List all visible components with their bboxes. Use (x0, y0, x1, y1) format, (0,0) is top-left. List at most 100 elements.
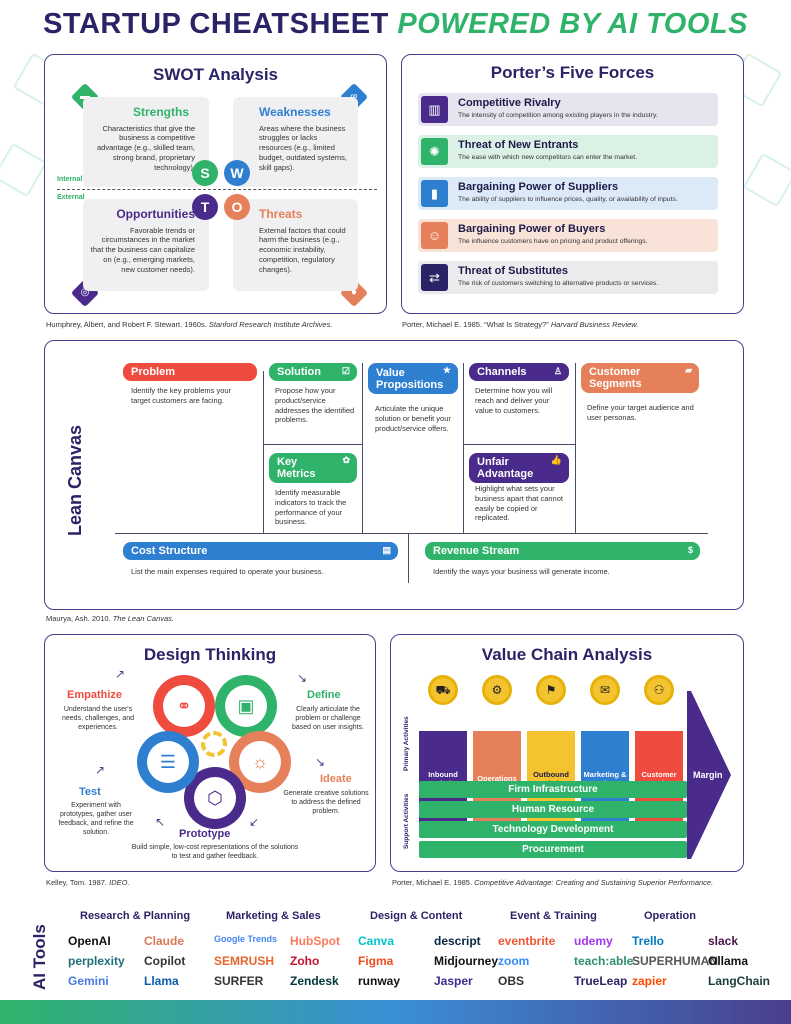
margin-arrow (687, 691, 731, 859)
force-text: The influence customers have on pricing … (458, 238, 648, 245)
arrow-icon: ↘ (315, 755, 326, 769)
revenue-label: Revenue Stream (433, 545, 520, 557)
arrow-icon: ↖ (155, 815, 166, 829)
problem-text: Identify the key problems your target cu… (131, 386, 232, 405)
ai-tool-logo: Trello (632, 934, 665, 948)
design-citation-source: IDEO. (109, 878, 130, 887)
prototype-text: Build simple, low-cost representations o… (131, 844, 299, 861)
arrow-icon: ↗ (115, 667, 126, 681)
cost-pill: Cost Structure▤ (123, 542, 398, 560)
ai-category-heading: Design & Content (370, 910, 463, 922)
design-citation-authors: Kelley, Tom. 1987. (46, 878, 108, 887)
ai-tool-logo: Jasper (434, 974, 473, 988)
channels-text: Determine how you will reach and deliver… (475, 386, 553, 415)
grid-line (263, 371, 264, 533)
empathize-circle: ⚭ (153, 675, 215, 737)
porter-title: Porter’s Five Forces (490, 63, 655, 82)
force-text: The risk of customers switching to alter… (458, 280, 659, 287)
porter-citation-source: Harvard Business Review. (550, 320, 639, 329)
test-text: Experiment with prototypes, gather user … (58, 802, 134, 837)
opportunities-text: Favorable trends or circumstances in the… (90, 225, 195, 274)
swot-citation-source: Stanford Research Institute Archives. (208, 320, 333, 329)
empathize-text: Understand the user's needs, challenges,… (62, 706, 134, 732)
key-metrics-text: Identify measurable indicators to track … (275, 488, 347, 527)
chat-icon: ▰ (685, 365, 692, 375)
page-title: STARTUP CHEATSHEET POWERED BY AI TOOLS (0, 8, 791, 41)
revenue-pill: Revenue Stream$ (425, 542, 700, 560)
segments-label: Customer Segments (589, 366, 642, 391)
value-prop-pill: Value Propositions★ (368, 363, 458, 395)
segments-pill: Customer Segments ▰ (581, 363, 699, 394)
cost-text: List the main expenses required to opera… (131, 567, 324, 576)
threats-text: External factors that could harm the bus… (259, 225, 346, 274)
weaknesses-text: Areas where the business struggles or la… (259, 123, 347, 172)
user-icon: ♙ (553, 366, 562, 376)
value-chain-title: Value Chain Analysis (481, 645, 653, 664)
revenue-text: Identify the ways your business will gen… (433, 567, 610, 576)
document-icon: ▣ (225, 685, 267, 727)
force-heading: Bargaining Power of Suppliers (458, 181, 619, 193)
ai-tool-logo: Midjourney (434, 954, 499, 968)
opportunities-box: Opportunities Favorable trends or circum… (83, 199, 209, 291)
value-prop-text: Articulate the unique solution or benefi… (375, 404, 451, 433)
ai-tool-logo: OBS (498, 974, 525, 988)
value-chain-panel: Value Chain Analysis Primary Activities … (390, 634, 744, 872)
define-circle: ▣ (215, 675, 277, 737)
ai-tool-logo: runway (358, 974, 401, 988)
value-chain-citation-source: Competitive Advantage: Creating and Sust… (474, 878, 714, 887)
activity-icon: ⚑ (536, 675, 566, 705)
lightbulb-icon: ☼ (239, 741, 281, 783)
ai-tools-label: AI Tools (30, 924, 49, 990)
force-text: The intensity of competition among exist… (458, 112, 658, 119)
swap-icon: ⇄ (421, 264, 448, 291)
ai-category-heading: Operation (644, 910, 696, 922)
ai-tool-logo: Llama (144, 974, 179, 988)
swot-letter-o: O (224, 194, 250, 220)
ai-tool-logo: slack (708, 934, 739, 948)
activity-icon: ⚇ (644, 675, 674, 705)
ai-category-heading: Marketing & Sales (226, 910, 321, 922)
cube-icon: ⬡ (194, 777, 236, 819)
support-activity: Technology Development (419, 821, 687, 838)
solution-label: Solution (277, 366, 321, 378)
checklist-icon: ☰ (147, 741, 189, 783)
threats-heading: Threats (259, 207, 303, 221)
ideate-heading: Ideate (320, 773, 352, 785)
building-icon: ▥ (421, 96, 448, 123)
grid-line (408, 533, 409, 583)
grid-line (463, 363, 464, 533)
lean-citation-authors: Maurya, Ash. 2010. (46, 614, 111, 623)
design-citation: Kelley, Tom. 1987. IDEO. (46, 878, 130, 887)
define-text: Clearly articulate the problem or challe… (292, 706, 364, 732)
swot-letter-s: S (192, 160, 218, 186)
value-chain-citation: Porter, Michael E. 1985. Competitive Adv… (392, 878, 713, 887)
swot-title: SWOT Analysis (152, 65, 278, 84)
solution-pill: Solution ☑ (269, 363, 357, 381)
cost-label: Cost Structure (131, 545, 208, 557)
threats-box: Threats External factors that could harm… (233, 199, 358, 291)
ai-category-heading: Event & Training (510, 910, 597, 922)
arrow-icon: ↗ (95, 763, 106, 777)
network-icon: ✺ (421, 138, 448, 165)
ai-tool-logo: Claude (144, 934, 185, 948)
bottom-gradient-bar (0, 1000, 791, 1024)
problem-label: Problem (131, 366, 176, 378)
check-icon: ☑ (341, 366, 350, 376)
decorative-hexagon (742, 152, 791, 208)
activity-icon: ⚙ (482, 675, 512, 705)
force-heading: Competitive Rivalry (458, 97, 561, 109)
title-accent: POWERED BY AI TOOLS (397, 8, 748, 40)
force-text: The ease with which new competitors can … (458, 154, 638, 161)
strengths-heading: Strengths (132, 105, 189, 119)
unfair-text: Highlight what sets your business apart … (475, 484, 563, 523)
value-chain-citation-authors: Porter, Michael E. 1985. (392, 878, 473, 887)
star-icon: ★ (442, 365, 451, 375)
chart-icon: ▮ (421, 180, 448, 207)
grid-line (575, 363, 576, 533)
porter-panel: Porter’s Five Forces ▥ Competitive Rivalr… (401, 54, 744, 314)
venn-icon: ⚭ (163, 685, 205, 727)
title-main: STARTUP CHEATSHEET (43, 8, 389, 40)
